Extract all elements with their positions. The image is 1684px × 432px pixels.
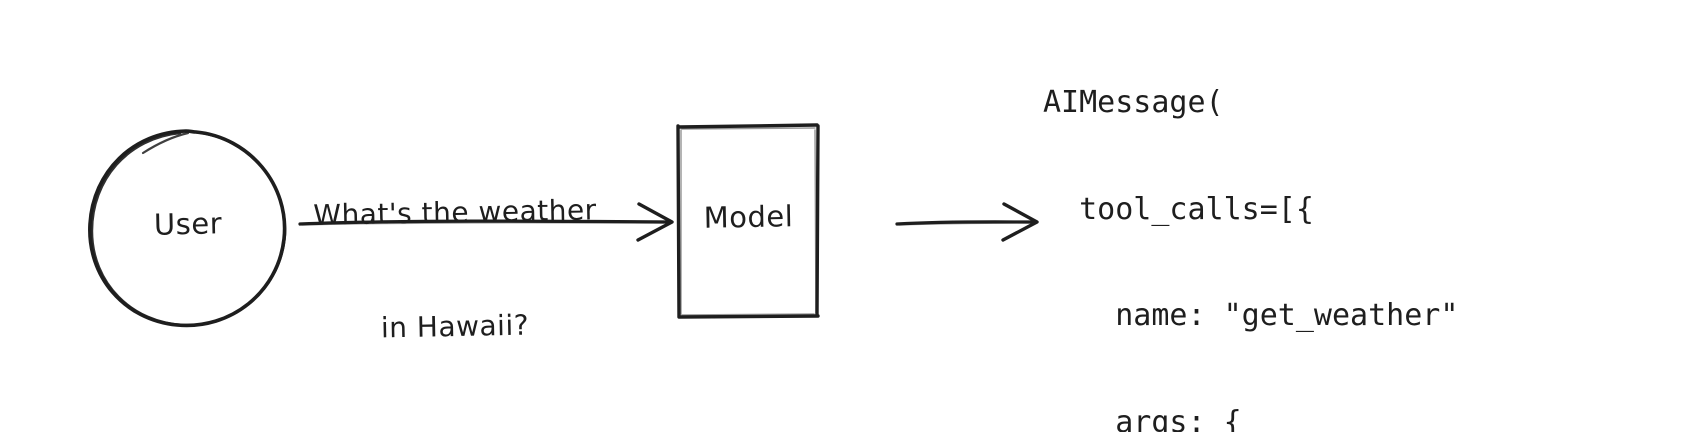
user-node-label: User — [153, 206, 223, 242]
code-line: tool_calls=[{ — [1043, 191, 1314, 227]
code-line: AIMessage( — [1043, 85, 1224, 120]
model-node-shape[interactable] — [676, 123, 820, 319]
arrow-user-to-model[interactable] — [298, 202, 674, 242]
edge-label-line-2: in Hawaii? — [380, 308, 530, 345]
ai-message-code-block: AIMessage( tool_calls=[{ name: "get_weat… — [1043, 14, 1495, 432]
edge-label-line-1: What's the weather — [313, 193, 597, 232]
user-node-shape[interactable] — [88, 129, 287, 328]
edge-label-user-to-model: What's the weather in Hawaii? — [290, 118, 620, 422]
arrow-model-to-output[interactable] — [895, 202, 1039, 242]
model-node-label: Model — [703, 199, 794, 235]
code-line: args: { — [1043, 404, 1242, 432]
code-line: name: "get_weather" — [1043, 298, 1459, 333]
